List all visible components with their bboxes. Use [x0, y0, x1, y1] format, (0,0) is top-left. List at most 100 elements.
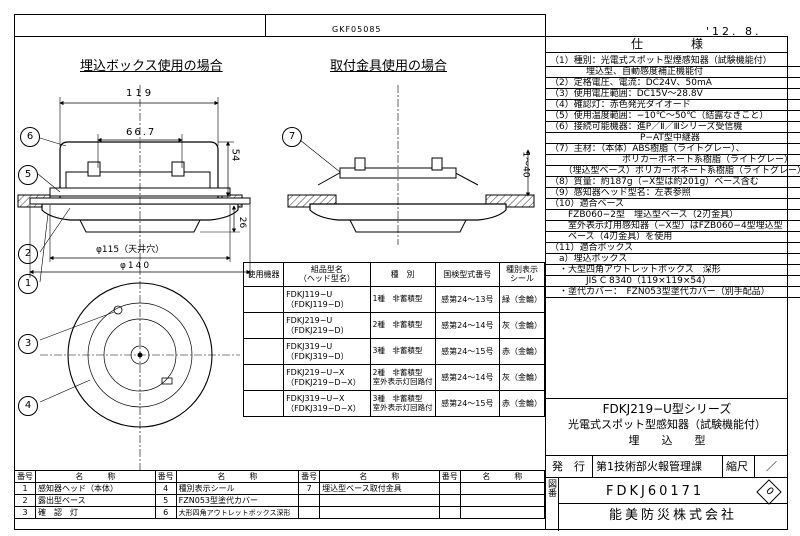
model-type: 2種 非蓄積型 室外表示灯回路付 [369, 364, 436, 391]
spec-line: JIS C 8340（119×119×54） [546, 275, 800, 287]
part-no: 5 [154, 494, 177, 507]
parts-table: 番号 名 称 番号 名 称 番号 名 称 番号 名 称 1 感知器ヘッド（本体）… [14, 470, 546, 519]
spec-line: （4）確認灯：赤色発光ダイオード [546, 99, 800, 111]
model-type: 3種 非蓄積型 [369, 338, 436, 365]
revision-mark: 0 [756, 479, 782, 505]
col-type: 種 別 [369, 262, 436, 287]
left-section-view [17, 85, 251, 470]
model-device [242, 338, 285, 365]
part-name: 大形四角アウトレットボックス深形 [175, 506, 300, 519]
model-cert: 感第24～14号 [434, 364, 500, 391]
spec-line: （埋込型ベース）ポリカーボネート系樹脂（ライトグレー） [546, 165, 800, 177]
header-divider [265, 14, 266, 36]
parts-h-no-2: 番号 [154, 470, 177, 483]
callout-6: 6 [20, 127, 40, 147]
spec-panel: 仕 様 （1）種別：光電式スポット型煙感知器（試験機能付） 埋込型、自動感度補正… [545, 36, 800, 398]
model-seal: 灰（金輪） [498, 364, 546, 391]
spec-line: a）埋込ボックス [546, 253, 800, 265]
left-view-title: 埋込ボックス使用の場合 [80, 59, 223, 74]
model-seal: 灰（金輪） [498, 312, 546, 339]
right-section-view [287, 85, 535, 245]
model-cert: 感第24～15号 [434, 390, 500, 417]
dim-119: 119 [126, 88, 155, 99]
model-type: 1種 非蓄積型 [369, 286, 436, 313]
model-device [242, 312, 285, 339]
scale-label: 縮尺 [726, 460, 748, 473]
parts-h-name-4: 名 称 [459, 470, 546, 483]
spec-line: 室外表示灯用感知器（−X型）はFZB060−4型埋込型 [546, 220, 800, 232]
callout-1: 1 [18, 274, 38, 294]
issue-label: 発 行 [552, 460, 585, 473]
part-no: 1 [14, 482, 36, 495]
callout-3: 3 [18, 334, 38, 354]
parts-h-no-4: 番号 [438, 470, 461, 483]
header-frame [14, 14, 546, 37]
drawing-number: FDKJ60171 [606, 484, 705, 499]
scale-value: ／ [766, 460, 777, 473]
doc-code: GKF05085 [332, 25, 382, 34]
model-row: FDKJ219−U （FDKJ219−D）2種 非蓄積型感第24～14号灰（金輪… [242, 312, 546, 339]
spec-line: （2）定格電圧、電流：DC24V、50mA [546, 77, 800, 89]
model-row: FDKJ119−U （FDKJ119−D）1種 非蓄積型感第24～13号緑（金輪… [242, 286, 546, 313]
model-cert: 感第24～15号 [434, 338, 500, 365]
spec-line: ・塗代カバー： FZN053型塗代カバー（別手配品） [546, 286, 800, 298]
spec-line: P−AT型中継器 [546, 132, 800, 144]
dim-140: φ140 [120, 261, 152, 271]
model-device [242, 390, 285, 417]
model-type: 3種 非蓄積型 室外表示灯回路付 [369, 390, 436, 417]
spec-line: （3）使用電圧範囲：DC15V～28.8V [546, 88, 800, 100]
issuer: 第1技術部火報管理課 [596, 460, 702, 473]
spec-line: （1）種別：光電式スポット型煙感知器（試験機能付） [546, 56, 800, 67]
callout-4: 4 [18, 396, 38, 416]
dim-54: 54 [229, 148, 241, 162]
spec-list: （1）種別：光電式スポット型煙感知器（試験機能付） 埋込型、自動感度補正機能付（… [546, 56, 800, 298]
part-no: 2 [14, 494, 36, 507]
spec-line: ・大型四角アウトレットボックス 深形 [546, 264, 800, 276]
model-type: 2種 非蓄積型 [369, 312, 436, 339]
spec-line: ポリカーボネート系樹脂（ライトグレー） [546, 154, 800, 166]
model-name: FDKJ119−U （FDKJ119−D） [283, 286, 371, 313]
spec-title: 仕 様 [546, 36, 788, 53]
spec-line: （8）質量：約187g（−X型は約201g）ベース含む [546, 176, 800, 188]
terminal-l [87, 161, 101, 177]
part-name: 埋込型ベース取付金具 [319, 482, 440, 495]
product-subtype: 埋 込 型 [628, 434, 706, 447]
model-table: 使用機器 組品型名 （ヘッド型名） 種 別 国検型式番号 種別表示 シール FD… [242, 262, 546, 417]
drawing-label: 図番 [548, 480, 558, 499]
company-name: 能美防災株式会社 [608, 508, 737, 523]
part-name: FZN053型塗代カバー [175, 494, 300, 507]
model-row: FDKJ319−U−X （FDKJ319−D−X）3種 非蓄積型 室外表示灯回路… [242, 390, 546, 417]
title-block: FDKJ219−U型シリーズ 光電式スポット型感知器（試験機能付） 埋 込 型 … [545, 398, 788, 531]
dim-66-7: 66.7 [126, 127, 157, 138]
model-device [242, 364, 285, 391]
model-row: FDKJ219−U−X （FDKJ219−D−X）2種 非蓄積型 室外表示灯回路… [242, 364, 546, 391]
parts-h-name-1: 名 称 [35, 470, 156, 483]
plan-view [39, 282, 240, 428]
parts-h-name-3: 名 称 [319, 470, 440, 483]
part-no: 3 [14, 506, 36, 519]
product-name: 光電式スポット型感知器（試験機能付） [568, 418, 766, 431]
model-cert: 感第24～14号 [434, 312, 500, 339]
part-no: 4 [154, 482, 177, 495]
head-right [309, 203, 507, 221]
part-name: 感知器ヘッド（本体） [35, 482, 156, 495]
parts-h-name-2: 名 称 [175, 470, 300, 483]
model-seal: 赤（金輪） [498, 338, 546, 365]
spec-line: （9）感知器ヘッド型名：左表参照 [546, 187, 800, 199]
part-name: 種別表示シール [175, 482, 300, 495]
model-seal: 緑（金輪） [498, 286, 546, 313]
part-name: 確 認 灯 [35, 506, 156, 519]
model-device [242, 286, 285, 313]
callout-5: 5 [18, 165, 38, 185]
part-no: 7 [298, 482, 321, 495]
spec-line: （5）使用温度範囲：−10℃～50℃（結露なきこと） [546, 110, 800, 122]
spec-line: ベース（4刃金具）を使用 [546, 231, 800, 243]
dim-1-40: 1～40 [520, 151, 531, 178]
col-cert: 国検型式番号 [434, 262, 500, 287]
spec-line: FZB060−2型 埋込型ベース（2刃金具） [546, 209, 800, 221]
dim-115: φ115（天井穴） [96, 245, 165, 255]
col-device: 使用機器 [242, 262, 285, 287]
spec-line: （7）主材：（本体）ABS樹脂（ライトグレー）、 [546, 143, 800, 155]
col-seal: 種別表示 シール [498, 262, 546, 287]
